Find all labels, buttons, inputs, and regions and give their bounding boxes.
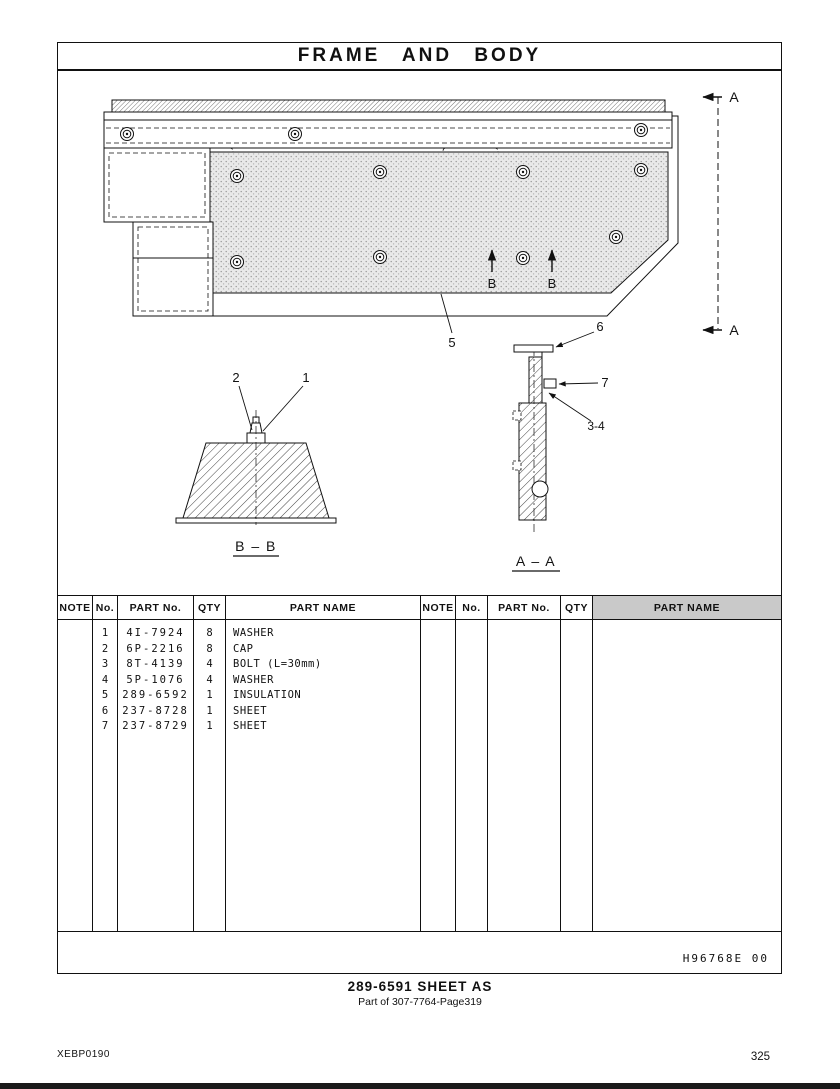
parts-table: NOTE No. PART No. QTY PART NAME NOTE No.… (58, 595, 781, 932)
row-part-name: BOLT (L=30mm) (233, 658, 322, 670)
header-note-right: NOTE (421, 596, 456, 619)
form-code: XEBP0190 (57, 1049, 110, 1060)
col-partname-right (593, 620, 781, 931)
header-qty-right: QTY (561, 596, 593, 619)
row-no: 1 (101, 627, 109, 639)
col-partno-left: 4I-7924 6P-2216 8T-4139 5P-1076 289-6592… (118, 620, 194, 931)
col-qty-right (561, 620, 593, 931)
row-part-no: 8T-4139 (126, 658, 185, 670)
row-part-no: 4I-7924 (126, 627, 185, 639)
row-no: 4 (101, 673, 109, 686)
row-no: 7 (101, 720, 109, 732)
row-part-name: SHEET (233, 704, 268, 717)
parts-table-header: NOTE No. PART No. QTY PART NAME NOTE No.… (58, 596, 781, 620)
row-part-name: SHEET (233, 720, 268, 732)
assembly-subtitle: Part of 307-7764-Page319 (358, 996, 482, 1008)
row-part-no: 237-8728 (122, 704, 189, 717)
row-part-no: 5P-1076 (126, 673, 185, 686)
header-partname-left: PART NAME (226, 596, 421, 619)
header-partno-right: PART No. (488, 596, 561, 619)
page-title-bar: FRAME AND BODY (58, 43, 781, 71)
header-partno-left: PART No. (118, 596, 194, 619)
row-part-no: 289-6592 (122, 689, 189, 701)
header-note-left: NOTE (58, 596, 93, 619)
row-qty: 8 (206, 627, 213, 639)
page-border: FRAME AND BODY NOTE No. PART No. QTY PAR… (57, 42, 782, 974)
col-partname-left: WASHER CAP BOLT (L=30mm) WASHER INSULATI… (226, 620, 421, 931)
parts-table-body: 1 2 3 4 5 6 7 4I-7924 6P-2216 8T-4139 5P… (58, 620, 781, 931)
row-part-no: 237-8729 (122, 720, 189, 732)
col-partno-right (488, 620, 561, 931)
row-qty: 4 (206, 658, 213, 670)
col-note-left (58, 620, 93, 931)
row-qty: 4 (206, 673, 213, 686)
row-part-no: 6P-2216 (126, 642, 185, 655)
row-qty: 1 (206, 720, 213, 732)
col-qty-left: 8 8 4 4 1 1 1 (194, 620, 226, 931)
row-part-name: CAP (233, 642, 254, 655)
row-no: 3 (101, 658, 109, 670)
assembly-title: 289-6591 SHEET AS (347, 979, 493, 994)
col-no-right (456, 620, 488, 931)
row-no: 6 (101, 704, 109, 717)
scan-edge-bar (0, 1083, 840, 1089)
row-no: 2 (101, 642, 109, 655)
row-no: 5 (101, 689, 109, 701)
row-part-name: INSULATION (233, 689, 302, 701)
col-note-right (421, 620, 456, 931)
row-part-name: WASHER (233, 627, 274, 639)
row-qty: 8 (206, 642, 213, 655)
header-partname-right: PART NAME (593, 596, 781, 619)
page-number: 325 (750, 1051, 770, 1063)
drawing-code: H96768E 00 (682, 952, 769, 965)
header-no-right: No. (456, 596, 488, 619)
row-part-name: WASHER (233, 673, 274, 686)
header-qty-left: QTY (194, 596, 226, 619)
header-no-left: No. (93, 596, 118, 619)
page-title: FRAME AND BODY (297, 45, 542, 66)
col-no-left: 1 2 3 4 5 6 7 (93, 620, 118, 931)
row-qty: 1 (206, 689, 213, 701)
row-qty: 1 (206, 704, 213, 717)
